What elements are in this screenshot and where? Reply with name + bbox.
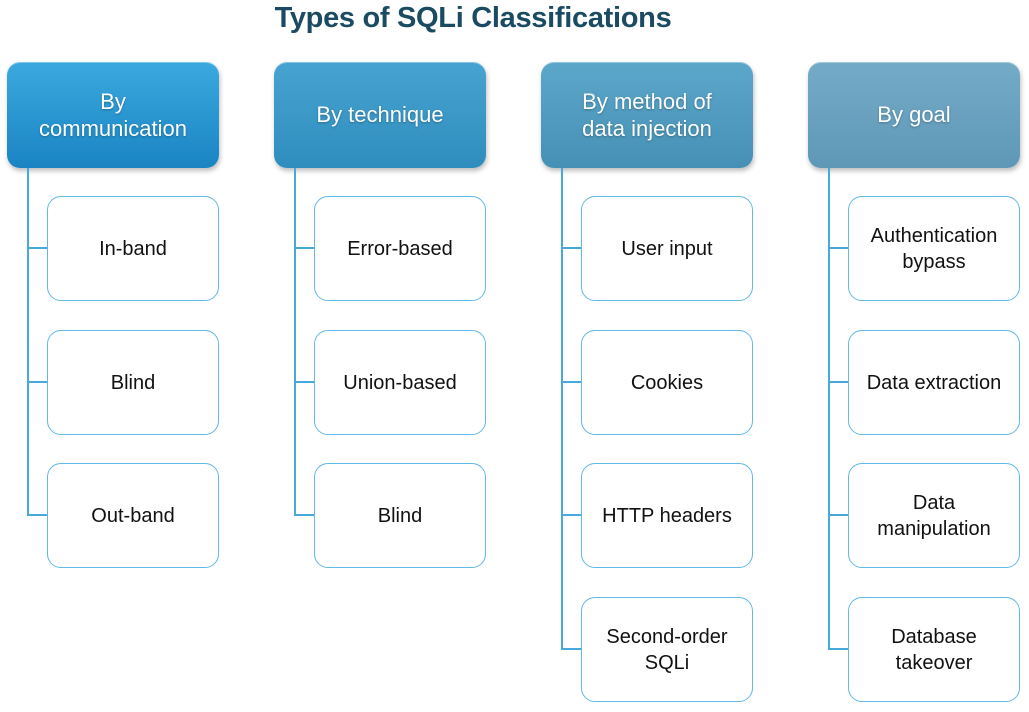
connector-stub [27,514,47,516]
connector-stub [27,247,47,249]
node-union-based: Union-based [314,330,486,435]
page-title: Types of SQLi Classifications [274,2,672,34]
connector-stub [561,514,581,516]
connector-stub [828,247,848,249]
column-by-technique: By technique Error-based Union-based Bli… [274,62,486,707]
node-cookies: Cookies [581,330,753,435]
node-in-band: In-band [47,196,219,301]
node-data-manipulation: Data manipulation [848,463,1020,568]
node-user-input: User input [581,196,753,301]
category-header-technique: By technique [274,62,486,168]
node-label: Out-band [91,504,175,527]
node-out-band: Out-band [47,463,219,568]
connector-stub [828,381,848,383]
node-label: Error-based [347,237,453,260]
node-label: Blind [110,371,156,394]
node-blind-technique: Blind [314,463,486,568]
node-label: Database takeover [891,625,977,674]
node-label: In-band [99,237,167,260]
connector-stub [27,381,47,383]
connector-line [294,168,296,516]
node-label: Union-based [343,371,457,394]
connector-line [27,168,29,516]
node-database-takeover: Database takeover [848,597,1020,702]
category-header-data-injection: By method of data injection [541,62,753,168]
category-header-goal: By goal [808,62,1020,168]
connector-line [828,168,830,650]
connector-stub [561,648,581,650]
connector-stub [561,247,581,249]
connector-stub [294,514,314,516]
column-by-communication: By communication In-band Blind Out-band [7,62,219,707]
node-second-order-sqli: Second-order SQLi [581,597,753,702]
category-title: By goal [877,102,951,128]
node-label: Blind [377,504,423,527]
category-header-communication: By communication [7,62,219,168]
column-by-method-of-data-injection: By method of data injection User input C… [541,62,753,707]
node-label: Data extraction [866,371,1002,394]
node-blind-communication: Blind [47,330,219,435]
node-data-extraction: Data extraction [848,330,1020,435]
node-label: Second-order SQLi [606,625,728,674]
node-label: Authentication bypass [870,224,998,273]
connector-line [561,168,563,650]
node-http-headers: HTTP headers [581,463,753,568]
category-title: By method of data injection [582,88,712,142]
category-title: By communication [39,88,187,142]
node-authentication-bypass: Authentication bypass [848,196,1020,301]
node-label: User input [621,237,713,260]
node-label: Data manipulation [877,491,991,540]
connector-stub [828,648,848,650]
connector-stub [294,247,314,249]
node-error-based: Error-based [314,196,486,301]
category-title: By technique [316,102,444,128]
connector-stub [561,381,581,383]
node-label: HTTP headers [602,504,732,527]
node-label: Cookies [630,371,704,394]
connector-stub [294,381,314,383]
column-by-goal: By goal Authentication bypass Data extra… [808,62,1020,707]
connector-stub [828,514,848,516]
